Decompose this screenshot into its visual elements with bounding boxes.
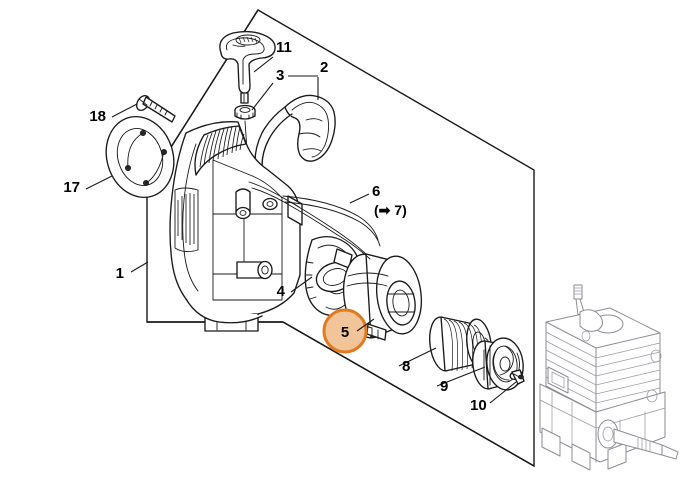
- part-6-starter-rope: [248, 181, 381, 260]
- callout-leader-lines: [85, 56, 517, 404]
- part-18-shoulder-screw: [135, 94, 176, 123]
- part-8-rewind-spring: [429, 316, 492, 372]
- callout-11: 11: [276, 39, 292, 56]
- part-11-starter-grip-handle: [219, 30, 276, 104]
- callout-18: 18: [89, 108, 106, 125]
- callout-5: 5: [341, 324, 349, 341]
- callout-10: 10: [470, 397, 487, 414]
- callout-9: 9: [440, 378, 448, 395]
- callout-4: 4: [277, 283, 286, 300]
- callout-17: 17: [63, 179, 80, 196]
- callout-8: 8: [402, 358, 410, 375]
- callout-2: 2: [320, 59, 328, 76]
- part-10-fastening-screw: [509, 369, 525, 385]
- part-1-fan-housing: [169, 121, 303, 332]
- part-9-pawl-carrier: [472, 337, 524, 391]
- callout-6: 6: [372, 183, 380, 200]
- callout-3: 3: [276, 67, 284, 84]
- callout-1: 1: [116, 265, 124, 282]
- engine-cylinder-crankcase-assembly: [539, 284, 679, 471]
- part-17-gasket-ring: [105, 115, 175, 199]
- highlight-circle-callout-5[interactable]: [322, 308, 368, 354]
- part-3-rope-grommet: [234, 104, 256, 183]
- callout-labels: 1 2 3 4 5 6 (➡ 7) 8 9 10 11 17 18: [63, 39, 486, 414]
- part-2-rope-guide-bracket: [254, 94, 336, 168]
- callout-7-reference: (➡ 7): [374, 202, 407, 218]
